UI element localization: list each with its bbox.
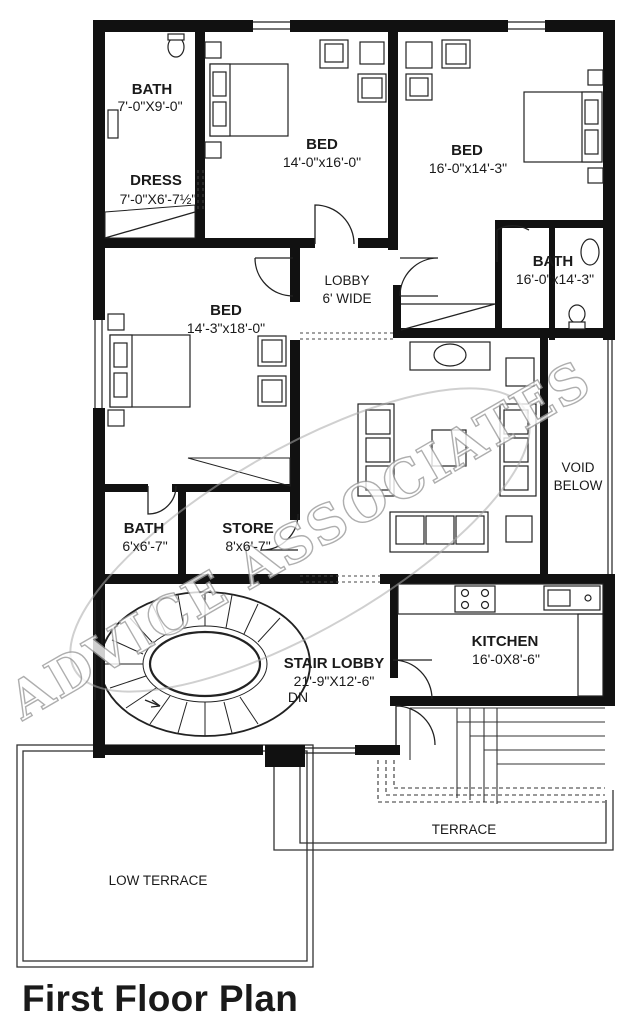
plan-title: First Floor Plan	[22, 978, 299, 1019]
dress-name: DRESS	[130, 172, 182, 189]
store-name: STORE	[222, 520, 273, 537]
stair-lobby-size: 21'-9"X12'-6"	[294, 673, 375, 689]
bath-top-left-name: BATH	[132, 81, 173, 98]
void-size: BELOW	[554, 478, 603, 493]
lobby-size: 6' WIDE	[322, 291, 371, 306]
bed-top-right-size: 16'-0"x14'-3"	[429, 160, 507, 176]
bath-lower-left-name: BATH	[124, 520, 165, 537]
stair-lobby-name: STAIR LOBBY	[284, 655, 385, 672]
kitchen-size: 16'-0X8'-6"	[472, 651, 540, 667]
bath-right-size: 16'-0"x14'-3"	[516, 271, 594, 287]
bed-left-name: BED	[210, 302, 242, 319]
terrace-name: TERRACE	[432, 822, 497, 837]
spiral-staircase	[99, 591, 311, 737]
washbasin-icon	[580, 238, 600, 266]
terrace-outline	[273, 756, 614, 851]
furniture	[107, 33, 604, 697]
stair-down-note: DN	[288, 689, 308, 705]
bath-lower-left-size: 6'x6'-7"	[122, 538, 167, 554]
bath-top-left-size: 7'-0"X9'-0"	[117, 98, 182, 114]
dress-size: 7'-0"X6'-7½"	[120, 191, 197, 207]
bed-top-middle-name: BED	[306, 136, 338, 153]
wall-openings	[197, 170, 395, 583]
low-terrace-name: LOW TERRACE	[109, 873, 208, 888]
external-steps	[377, 707, 605, 804]
toilet-icon	[568, 304, 586, 324]
bed-top-middle-size: 14'-0"x16'-0"	[283, 154, 361, 170]
lobby-name: LOBBY	[324, 273, 369, 288]
tv-icon	[433, 343, 467, 367]
bed-left-size: 14'-3"x18'-0"	[187, 320, 265, 336]
store-size: 8'x6'-7"	[225, 538, 270, 554]
kitchen-name: KITCHEN	[472, 633, 539, 650]
low-terrace-outline	[16, 744, 314, 968]
void-name: VOID	[561, 460, 594, 475]
room-labels: BATH 7'-0"X9'-0" DRESS 7'-0"X6'-7½" BED …	[109, 81, 603, 888]
doors	[104, 204, 530, 746]
windows	[94, 21, 613, 754]
stove-icon	[454, 585, 496, 613]
bed-top-right-name: BED	[451, 142, 483, 159]
bath-right-name: BATH	[533, 253, 574, 270]
